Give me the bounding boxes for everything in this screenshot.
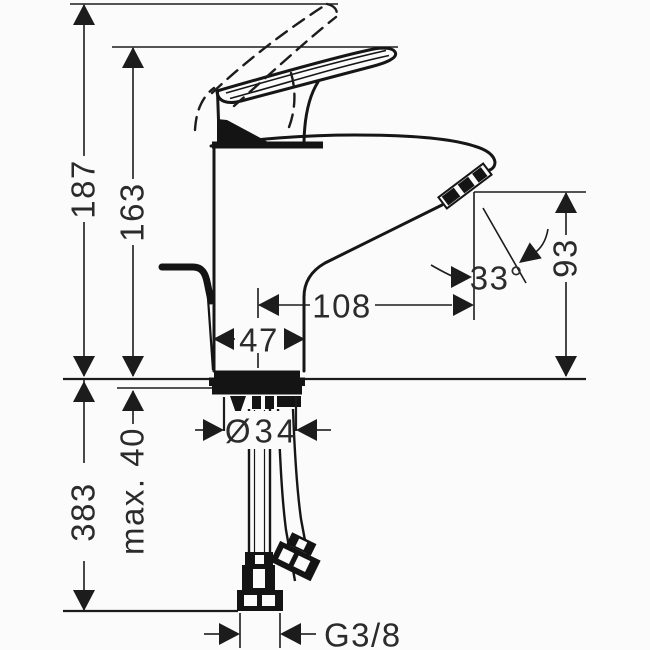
dim-below-counter-length: 383 xyxy=(65,482,102,542)
extension-lines xyxy=(63,3,586,648)
angle-annotation xyxy=(430,207,549,288)
lever-handle xyxy=(212,46,398,149)
dim-connection-thread: G3/8 xyxy=(324,617,402,650)
dim-handle-height: 163 xyxy=(114,182,151,242)
dim-outlet-height: 93 xyxy=(547,238,584,278)
mounting-hardware xyxy=(209,370,305,431)
dim-max-mounting-thickness: max. 40 xyxy=(114,427,151,555)
aerator xyxy=(437,162,493,210)
label-mask xyxy=(232,411,290,449)
dim-stream-angle: 33° xyxy=(470,260,524,297)
faucet-body-outline xyxy=(209,133,497,373)
dim-shank-diameter: Ø34 xyxy=(225,413,299,450)
dim-overall-height: 187 xyxy=(65,159,102,219)
hose-connector-angled xyxy=(270,532,321,582)
dim-spout-reach: 108 xyxy=(312,288,372,325)
handle-raised-position-dashed xyxy=(193,2,338,136)
dimension-lines xyxy=(73,4,577,645)
dim-base-width: 47 xyxy=(239,322,279,359)
hose-connector-vertical xyxy=(237,552,283,611)
dimension-labels: 187 163 383 max. 40 93 47 108 Ø34 33° G3… xyxy=(65,159,584,650)
pop-up-rod xyxy=(158,263,215,371)
